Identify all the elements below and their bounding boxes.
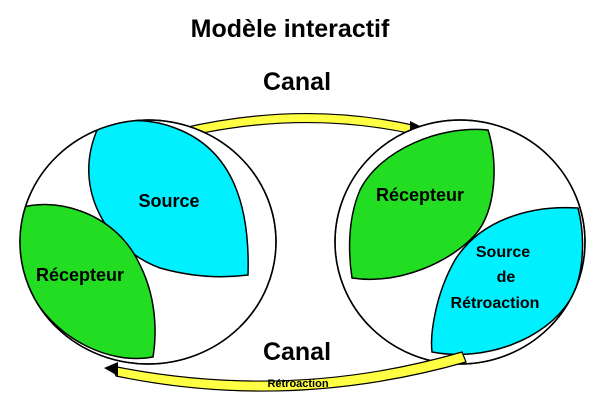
diagram-title: Modèle interactif	[191, 15, 390, 43]
feedback-channel-arrowhead	[104, 362, 118, 376]
right-circle: Récepteur Source de Rétroaction	[334, 119, 586, 365]
channel-label-top: Canal	[263, 68, 331, 96]
feedback-label: Rétroaction	[267, 378, 328, 390]
receiver-label-left: Récepteur	[36, 265, 124, 285]
feedback-source-label-line3: Rétroaction	[451, 295, 540, 312]
receiver-label-right: Récepteur	[376, 185, 464, 205]
receiver-petal-right	[348, 128, 495, 280]
left-circle: Source Récepteur	[19, 119, 277, 365]
feedback-source-label-line1: Source	[476, 244, 530, 261]
feedback-channel-arrow	[111, 351, 467, 392]
channel-label-bottom: Canal	[263, 338, 331, 366]
feedback-source-label-line2: de	[497, 269, 516, 286]
source-label: Source	[138, 191, 199, 211]
